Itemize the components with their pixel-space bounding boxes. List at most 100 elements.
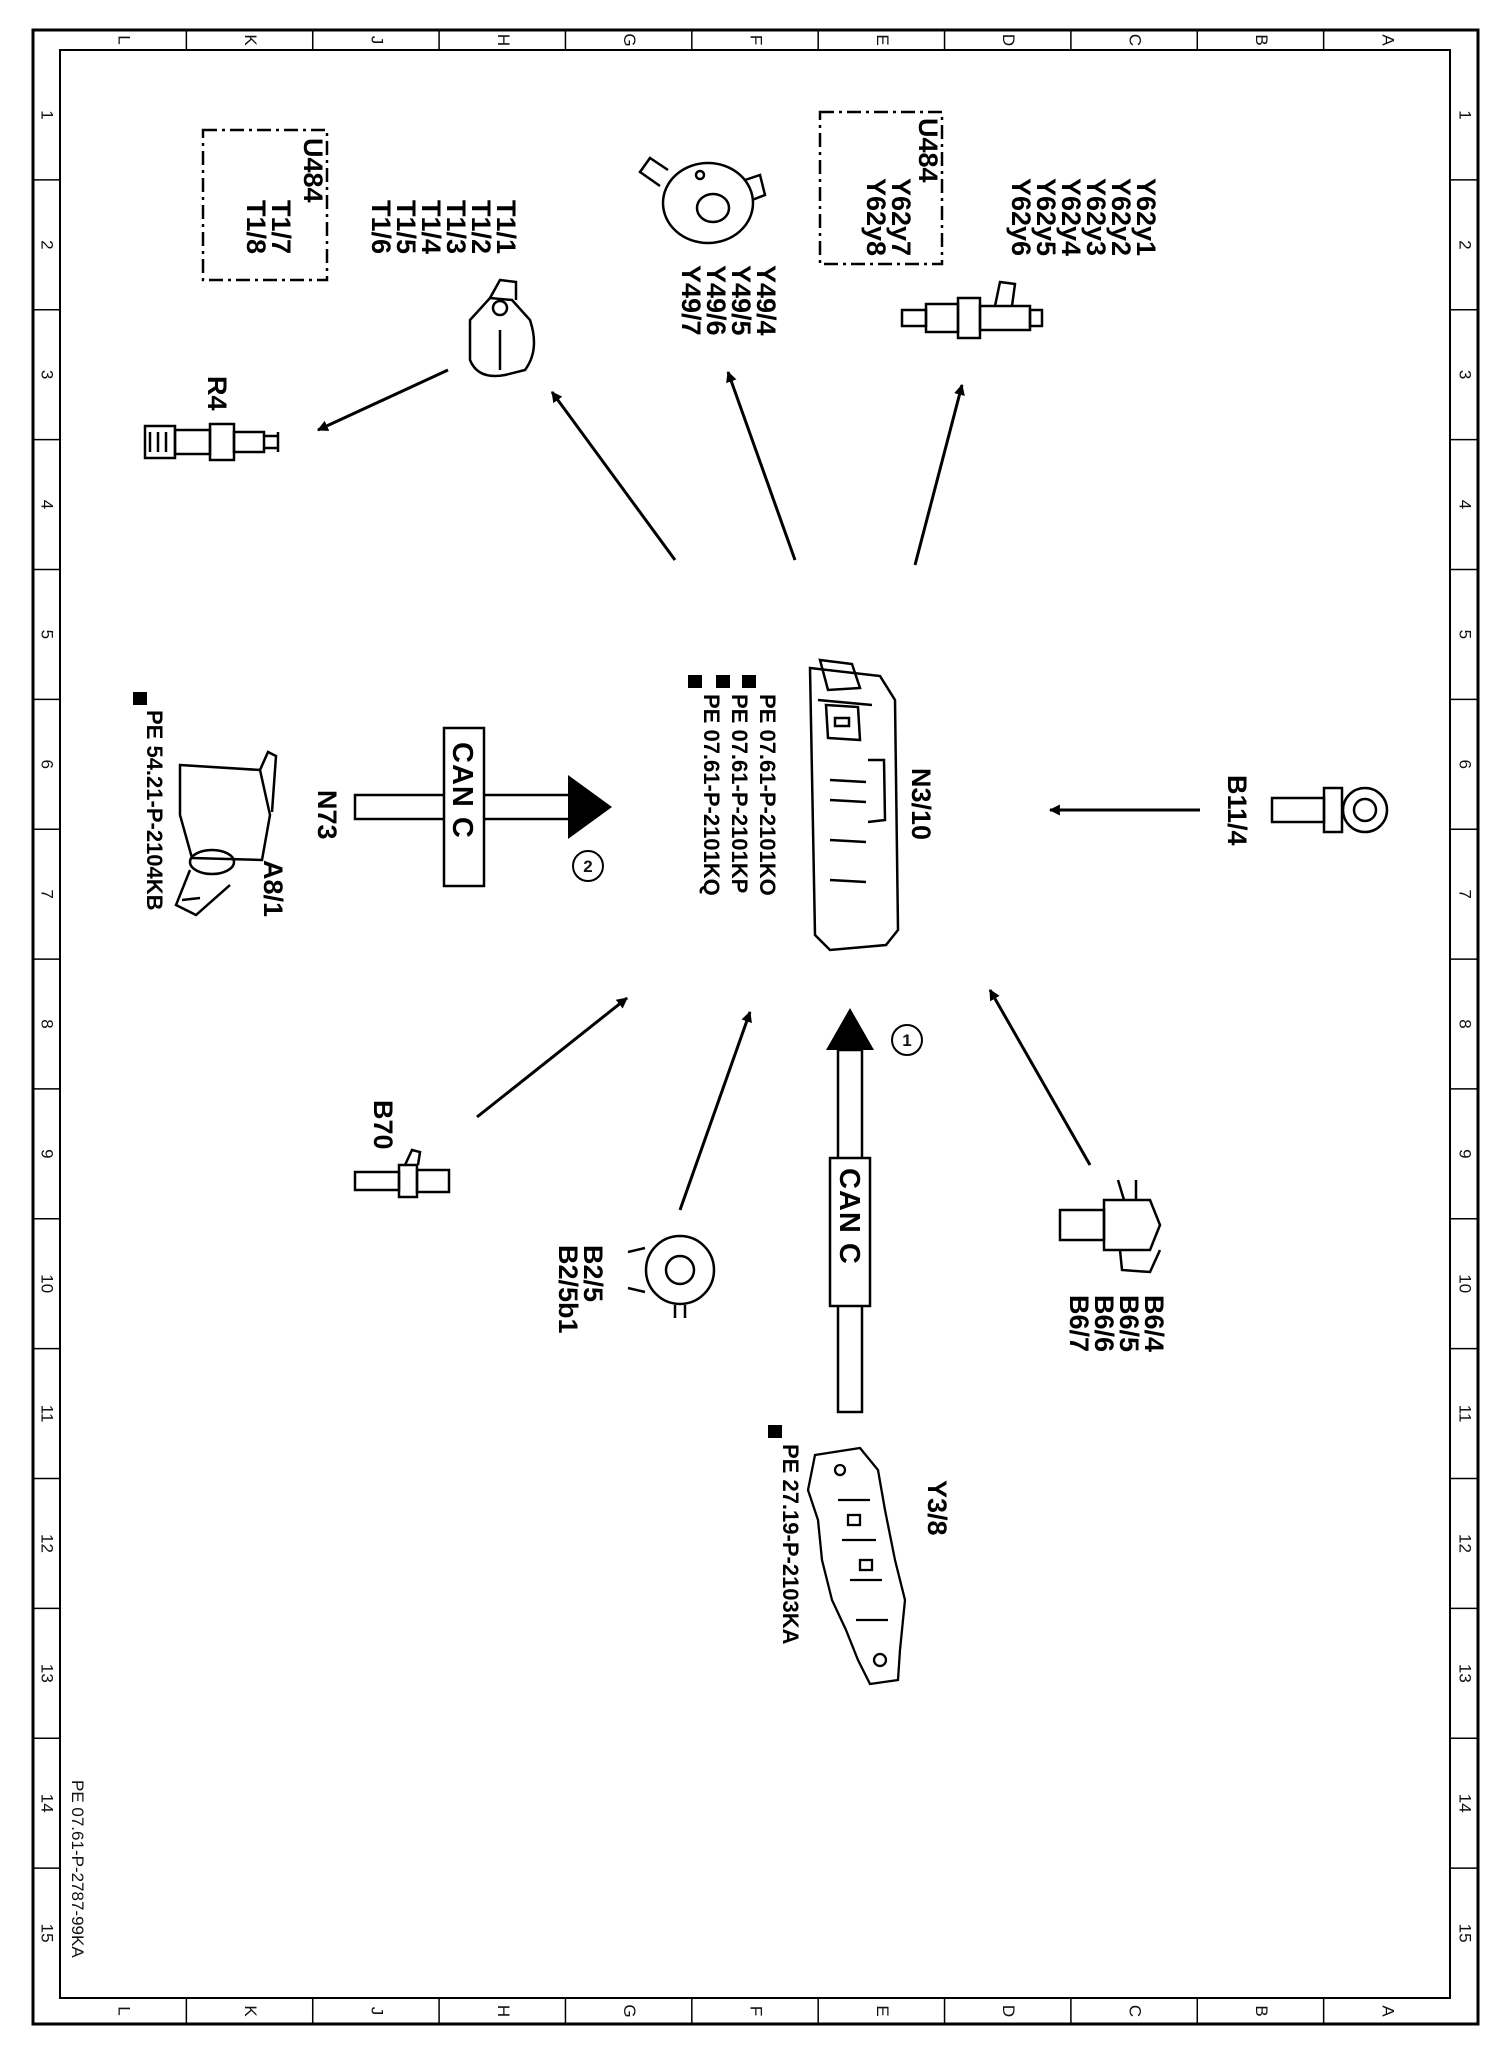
grid-number: 2	[38, 240, 57, 249]
camshaft-solenoid-labels: Y49/4 Y49/5 Y49/6 Y49/7	[676, 265, 781, 336]
grid-letter: L	[115, 35, 134, 44]
grid-number: 13	[38, 1664, 57, 1683]
grid-letter: G	[620, 2004, 639, 2017]
grid-letter: D	[999, 34, 1018, 46]
camshaft-solenoid-label: Y49/5	[726, 265, 756, 336]
air-mass-sensor-label: B2/5	[578, 1245, 608, 1302]
grid-number: 11	[1456, 1405, 1475, 1423]
spark-plug-icon	[143, 422, 280, 462]
air-mass-sensor-icon	[627, 1234, 716, 1318]
grid-letter: C	[1126, 2005, 1145, 2017]
grid-number: 9	[38, 1149, 57, 1158]
transmission-control-ref: PE 27.19-P-2103KA	[778, 1444, 803, 1645]
grid-number: 2	[1456, 240, 1475, 249]
grid-letter: A	[1378, 2005, 1397, 2017]
air-mass-sensor-label: B2/5b1	[553, 1245, 583, 1334]
hall-sensor-label: B6/7	[1064, 1295, 1094, 1352]
grid-number: 10	[1456, 1274, 1475, 1293]
camshaft-solenoid-label: Y49/7	[676, 265, 706, 336]
can-link-2: CAN C 2	[353, 726, 612, 888]
grid-letter: E	[873, 2005, 892, 2016]
hall-sensor-label: B6/5	[1114, 1295, 1144, 1352]
grid-number: 12	[1456, 1534, 1475, 1553]
ignition-coil-label: T1/2	[466, 200, 496, 254]
grid-number: 3	[1456, 370, 1475, 379]
injector-labels: Y62y1 Y62y2 Y62y3 Y62y4 Y62y5 Y62y6	[1006, 178, 1161, 256]
document-id: PE 07.61-P-2787-99KA	[68, 1780, 87, 1958]
grid-number: 3	[38, 370, 57, 379]
grid-letter: C	[1126, 34, 1145, 46]
control-unit-label: N3/10	[906, 768, 936, 840]
ignition-coil-label: T1/1	[491, 200, 521, 254]
injector-variant-label: U484	[913, 118, 943, 183]
crankshaft-sensor-label: B70	[368, 1100, 398, 1150]
injector-variant-label: Y62y8	[861, 178, 891, 256]
grid-letter: J	[367, 36, 386, 45]
control-unit-refs: PE 07.61-P-2101KO PE 07.61-P-2101KP PE 0…	[699, 694, 780, 896]
reference-hand-icons	[133, 675, 782, 1438]
grid-number: 10	[38, 1274, 57, 1293]
injector-label: Y62y4	[1056, 178, 1086, 256]
grid-number: 13	[1456, 1664, 1475, 1683]
signal-arrows	[317, 368, 1200, 1211]
drawing-frame	[31, 28, 1480, 2026]
grid-letter: H	[494, 2005, 513, 2017]
grid-number: 9	[1456, 1149, 1475, 1158]
grid-number: 11	[38, 1405, 57, 1423]
injector-label: Y62y2	[1106, 178, 1136, 256]
coil-variant-label: T1/8	[241, 200, 271, 254]
grid-letter: F	[747, 35, 766, 45]
injector-variant-label: Y62y7	[886, 178, 916, 256]
injector-label: Y62y5	[1031, 178, 1061, 256]
grid-letter: J	[367, 2007, 386, 2016]
can-marker: 2	[583, 857, 592, 876]
grid-number: 4	[1456, 500, 1475, 509]
grid-letter: B	[1252, 34, 1271, 45]
hall-sensor-icon	[1058, 1179, 1162, 1274]
injector-variant-box	[818, 110, 944, 266]
grid-letter: B	[1252, 2005, 1271, 2016]
coolant-temp-sensor-label: B11/4	[1222, 775, 1252, 846]
grid-number: 5	[1456, 630, 1475, 639]
control-unit-icon	[808, 658, 900, 952]
ignition-coil-label: T1/4	[416, 200, 446, 254]
grid-number: 15	[1456, 1924, 1475, 1943]
injector-label: Y62y1	[1131, 178, 1161, 256]
grid-number: 14	[38, 1794, 57, 1813]
grid-number: 7	[1456, 889, 1475, 898]
coil-variant-label: T1/7	[266, 200, 296, 254]
camshaft-solenoid-label: Y49/4	[751, 265, 781, 336]
control-unit-ref: PE 07.61-P-2101KO	[755, 694, 780, 896]
injector-icon	[900, 280, 1044, 340]
hall-sensor-label: B6/4	[1139, 1295, 1169, 1352]
grid-letter: E	[873, 34, 892, 45]
ignition-coil-label: T1/3	[441, 200, 471, 254]
grid-number: 12	[38, 1534, 57, 1553]
camshaft-solenoid-icon	[638, 156, 767, 245]
hall-sensor-label: B6/6	[1089, 1295, 1119, 1352]
camshaft-solenoid-label: Y49/6	[701, 265, 731, 336]
coolant-temp-sensor-icon	[1270, 786, 1389, 834]
injector-variant-labels: U484 Y62y7 Y62y8	[861, 118, 943, 256]
can-label: CAN C	[833, 1168, 865, 1265]
can-marker: 1	[902, 1031, 911, 1050]
grid-letter: D	[999, 2005, 1018, 2017]
grid-number: 14	[1456, 1794, 1475, 1813]
grid-number: 8	[38, 1019, 57, 1028]
injector-label: Y62y6	[1006, 178, 1036, 256]
grid-number: 6	[1456, 760, 1475, 769]
grid-number: 5	[38, 630, 57, 639]
grid-number: 4	[38, 500, 57, 509]
grid-letter: K	[241, 2005, 260, 2017]
can-label: CAN C	[446, 742, 478, 839]
control-unit-ref: PE 07.61-P-2101KP	[727, 694, 752, 893]
ignition-coil-label: T1/5	[391, 200, 421, 254]
can-link-1: CAN C 1	[826, 1008, 923, 1414]
injector-label: Y62y3	[1081, 178, 1111, 256]
grid-letter: F	[747, 2006, 766, 2016]
grid-number: 1	[38, 110, 57, 119]
grid-letter: L	[115, 2006, 134, 2015]
ignition-coil-labels: T1/1 T1/2 T1/3 T1/4 T1/5 T1/6	[366, 200, 521, 254]
